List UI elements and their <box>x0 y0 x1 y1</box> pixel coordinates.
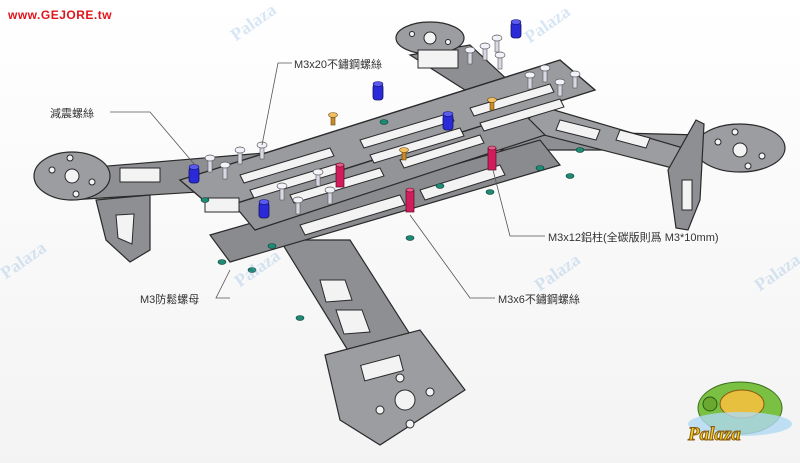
label-damping-screw: 減震螺絲 <box>50 108 94 120</box>
arm-back-right <box>499 99 786 231</box>
website-url: www.GEJORE.tw <box>8 8 113 22</box>
arm-front-right <box>278 239 466 446</box>
leader-lines <box>110 62 545 299</box>
middle-plate <box>228 109 547 231</box>
label-m3-lock-nut: M3防鬆螺母 <box>140 294 200 306</box>
label-m3x6-screw: M3x6不鏽鋼螺絲 <box>498 294 580 306</box>
palaza-logo-text: Palaza <box>688 424 742 446</box>
label-m3x12-standoff: M3x12鋁柱(全碳版則爲 M3*10mm) <box>548 232 719 244</box>
label-m3x20-screw: M3x20不鏽鋼螺絲 <box>294 59 383 71</box>
palaza-logo <box>688 381 792 436</box>
